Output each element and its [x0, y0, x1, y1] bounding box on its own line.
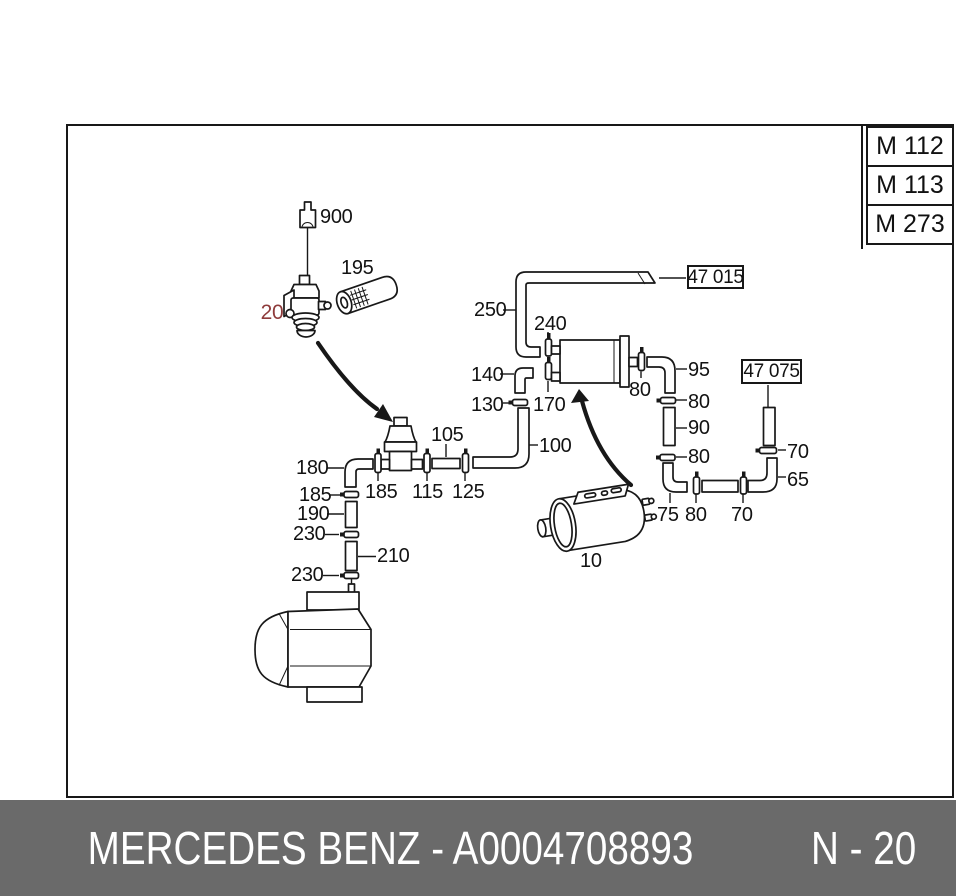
reference-box-divider [861, 125, 863, 249]
vent-valve-drawing [380, 416, 424, 472]
footer-bar: MERCEDES BENZ - A0004708893 N - 20 [0, 800, 956, 896]
part-label-140[interactable]: 140 [471, 364, 504, 386]
part-label-210[interactable]: 210 [377, 545, 410, 567]
part-label-180[interactable]: 180 [296, 457, 329, 479]
part-label-185[interactable]: 185 [299, 484, 332, 506]
filter-195-drawing [335, 275, 399, 315]
pipe-100-drawing [472, 407, 530, 469]
part-label-130[interactable]: 130 [471, 394, 504, 416]
part-label-65[interactable]: 65 [787, 469, 809, 491]
connector-900-drawing [299, 201, 317, 276]
engine-box-m-112[interactable]: M 112 [866, 126, 954, 167]
part-label-75[interactable]: 75 [657, 504, 679, 526]
part-label-105[interactable]: 105 [431, 424, 464, 446]
part-label-70[interactable]: 70 [787, 441, 809, 463]
hose-140-drawing [508, 357, 553, 407]
engine-box-m-273[interactable]: M 273 [866, 204, 954, 245]
part-label-80[interactable]: 80 [685, 504, 707, 526]
part-label-80[interactable]: 80 [629, 379, 651, 401]
leader-lines [323, 277, 786, 577]
part-label-80[interactable]: 80 [688, 446, 710, 468]
part-label-230[interactable]: 230 [293, 523, 326, 545]
arrow-to-valve [315, 340, 393, 422]
part-label-90[interactable]: 90 [688, 417, 710, 439]
motor-drawing [254, 583, 372, 703]
part-label-115[interactable]: 115 [412, 481, 443, 503]
pipe-250-drawing [515, 271, 656, 358]
part-label-47-075[interactable]: 47 075 [741, 359, 802, 384]
part-label-250[interactable]: 250 [474, 299, 507, 321]
part-label-10[interactable]: 10 [580, 550, 602, 572]
part-label-900[interactable]: 900 [320, 206, 353, 228]
part-label-100[interactable]: 100 [539, 435, 572, 457]
part-label-125[interactable]: 125 [452, 481, 485, 503]
part-label-240[interactable]: 240 [534, 313, 567, 335]
part-label-70[interactable]: 70 [731, 504, 753, 526]
part-label-185[interactable]: 185 [365, 481, 398, 503]
canister-drawing [550, 335, 639, 388]
hose-180-chain-drawing [340, 448, 382, 592]
part-label-80[interactable]: 80 [688, 391, 710, 413]
part-label-190[interactable]: 190 [297, 503, 330, 525]
clamps-105-drawing [423, 448, 470, 474]
valve-20-drawing [283, 274, 332, 338]
cylinder-10-drawing [536, 483, 658, 553]
footer-brand-part: MERCEDES BENZ - A0004708893 [87, 822, 694, 874]
part-label-95[interactable]: 95 [688, 359, 710, 381]
part-label-195[interactable]: 195 [341, 257, 374, 279]
part-label-230[interactable]: 230 [291, 564, 324, 586]
part-label-170[interactable]: 170 [533, 394, 566, 416]
part-label-47-015[interactable]: 47 015 [687, 265, 744, 289]
part-label-20[interactable]: 20 [260, 301, 284, 324]
engine-box-m-113[interactable]: M 113 [866, 165, 954, 206]
arrow-to-canister [571, 389, 634, 488]
right-hose-chain-drawing [637, 347, 778, 495]
footer-sheet-number: N - 20 [810, 822, 917, 874]
